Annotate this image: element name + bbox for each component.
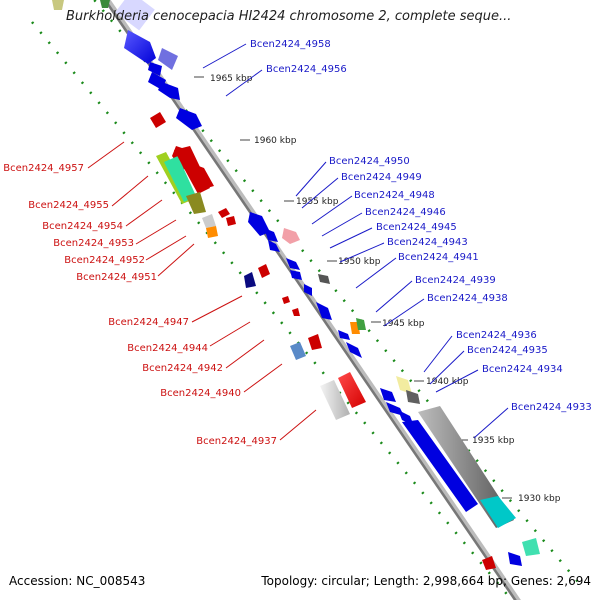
gene-feature[interactable] [150,112,166,128]
gene-feature[interactable] [522,538,540,556]
gene-feature[interactable] [248,212,270,236]
gene-label[interactable]: Bcen2424_4940 [160,388,241,399]
forward-genes [115,0,540,566]
gene-label[interactable]: Bcen2424_4956 [266,64,347,75]
gene-label[interactable]: Bcen2424_4936 [456,330,537,341]
scale-label: 1930 kbp [518,494,561,504]
gene-label[interactable]: Bcen2424_4954 [42,221,123,232]
gene-feature[interactable] [158,82,180,100]
map-title: Burkholderia cenocepacia HI2424 chromoso… [66,9,512,24]
gene-feature[interactable] [258,264,270,278]
scale-labels: 1965 kbp 1960 kbp 1955 kbp 1950 kbp 1945… [210,74,561,504]
gene-label[interactable]: Bcen2424_4950 [329,156,410,167]
gene-feature[interactable] [206,226,218,238]
scale-label: 1940 kbp [426,377,469,387]
gene-label[interactable]: Bcen2424_4958 [250,39,331,50]
accession-text: Accession: NC_008543 [9,574,146,588]
gene-feature[interactable] [282,296,290,304]
scale-label: 1945 kbp [382,319,425,329]
gene-feature[interactable] [316,302,332,320]
gene-feature[interactable] [148,62,162,76]
gene-label[interactable]: Bcen2424_4935 [467,345,548,356]
gene-label[interactable]: Bcen2424_4939 [415,275,496,286]
gene-feature[interactable] [186,192,206,214]
gene-feature[interactable] [202,214,216,228]
gene-label[interactable]: Bcen2424_4945 [376,222,457,233]
forward-callouts [202,43,509,439]
gene-feature[interactable] [290,342,306,360]
gene-label[interactable]: Bcen2424_4953 [53,238,134,249]
gene-label[interactable]: Bcen2424_4946 [365,207,446,218]
gene-feature[interactable] [356,318,366,330]
reverse-callouts [87,141,317,441]
gene-label[interactable]: Bcen2424_4957 [3,163,84,174]
gene-label[interactable]: Bcen2424_4951 [76,272,157,283]
scale-label: 1950 kbp [338,257,381,267]
gene-feature[interactable] [304,284,312,296]
gene-feature[interactable] [124,30,156,64]
offscreen-features [52,0,110,10]
scale-label: 1960 kbp [254,136,297,146]
gene-feature[interactable] [188,162,214,190]
gene-feature[interactable] [115,0,155,31]
gene-label[interactable]: Bcen2424_4955 [28,200,109,211]
scale-label: 1935 kbp [472,436,515,446]
gene-feature[interactable] [482,556,496,570]
gene-feature[interactable] [292,308,300,316]
gene-feature[interactable] [346,342,362,358]
gene-label[interactable]: Bcen2424_4947 [108,317,189,328]
gene-label[interactable]: Bcen2424_4948 [354,190,435,201]
gene-label[interactable]: Bcen2424_4934 [482,364,563,375]
gene-label[interactable]: Bcen2424_4949 [341,172,422,183]
scale-label: 1965 kbp [210,74,253,84]
scale-ticks [194,76,512,499]
gene-feature[interactable] [402,420,478,512]
gene-label[interactable]: Bcen2424_4941 [398,252,479,263]
gene-feature[interactable] [158,48,178,70]
topology-text: Topology: circular; Length: 2,998,664 bp… [261,574,591,588]
gene-feature[interactable] [244,272,256,288]
gene-feature[interactable] [318,274,330,284]
gene-feature[interactable] [176,108,202,130]
gene-feature[interactable] [164,156,196,202]
gene-feature[interactable] [268,240,280,252]
reverse-genes [150,112,496,570]
scale-label: 1955 kbp [296,197,339,207]
gene-feature[interactable] [286,258,300,270]
gene-feature[interactable] [508,552,522,566]
gene-feature[interactable] [380,388,396,402]
gene-feature[interactable] [218,208,230,218]
gene-feature[interactable] [338,330,350,340]
gene-feature[interactable] [308,334,322,350]
gene-label[interactable]: Bcen2424_4933 [511,402,592,413]
gene-feature[interactable] [320,380,350,420]
gene-feature[interactable] [480,496,516,528]
gene-feature[interactable] [226,216,236,226]
gene-feature[interactable] [290,270,302,280]
gene-feature[interactable] [396,376,412,394]
gene-label[interactable]: Bcen2424_4944 [127,343,208,354]
reverse-gene-labels: Bcen2424_4957 Bcen2424_4955 Bcen2424_495… [3,163,277,447]
gene-feature[interactable] [282,228,300,244]
gene-label[interactable]: Bcen2424_4942 [142,363,223,374]
gene-feature[interactable] [338,372,366,408]
gene-label[interactable]: Bcen2424_4937 [196,436,277,447]
gene-label[interactable]: Bcen2424_4943 [387,237,468,248]
gene-feature[interactable] [418,406,514,528]
inner-dotted-guide [31,21,514,600]
gene-label[interactable]: Bcen2424_4938 [427,293,508,304]
gene-feature[interactable] [264,228,278,242]
gene-feature[interactable] [406,390,420,404]
gene-label[interactable]: Bcen2424_4952 [64,255,145,266]
forward-gene-labels: Bcen2424_4958 Bcen2424_4956 Bcen2424_495… [250,39,592,413]
